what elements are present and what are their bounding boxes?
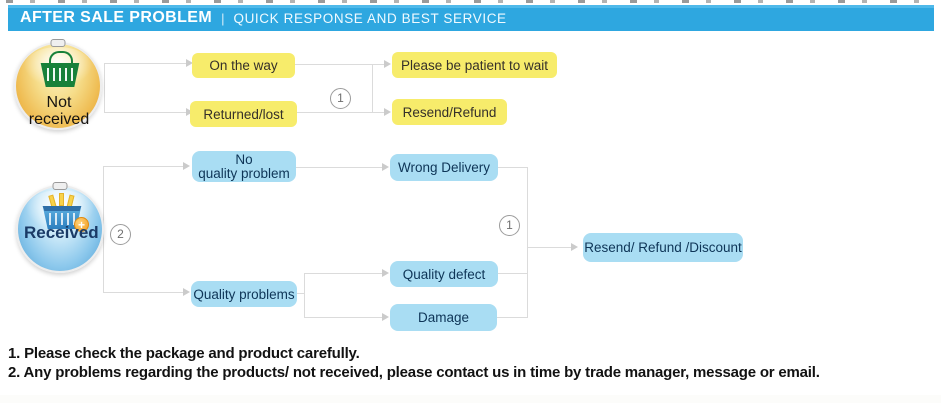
step-marker-1: 1 [330,88,351,109]
connector-line [497,317,528,318]
connector-line [528,247,571,248]
connector-line [296,167,382,168]
bottom-edge-strip [0,395,941,403]
cropped-text-fragments [6,0,934,3]
arrowhead-icon [571,243,578,251]
header-subtitle: QUICK RESPONSE AND BEST SERVICE [233,10,507,26]
green-shopping-basket-icon [39,51,81,88]
received-label: Received [24,223,99,242]
box-quality-defect: Quality defect [390,261,498,287]
hanger-clip-icon [52,182,68,190]
connector-line [304,273,305,318]
arrowhead-icon [186,108,193,116]
box-resend-refund: Resend/Refund [392,99,507,125]
connector-line [527,167,528,318]
plus-badge-icon: + [74,217,89,232]
connector-line [498,167,528,168]
note-line-2: 2. Any problems regarding the products/ … [8,364,820,381]
connector-line [104,63,186,64]
arrowhead-icon [186,59,193,67]
note-line-1: 1. Please check the package and product … [8,345,360,362]
arrowhead-icon [384,108,391,116]
connector-line [297,112,384,113]
no-quality-problem-line1: No [235,151,253,167]
connector-line [103,166,183,167]
connector-line [304,273,382,274]
header-separator: | [221,10,225,26]
connector-line [304,317,382,318]
connector-line [297,293,305,294]
connector-line [372,64,373,113]
arrowhead-icon [183,162,190,170]
box-please-be-patient: Please be patient to wait [392,52,557,78]
box-damage: Damage [390,304,497,331]
arrowhead-icon [382,269,389,277]
arrowhead-icon [382,163,389,171]
box-wrong-delivery: Wrong Delivery [390,154,498,181]
hanger-clip-icon [50,39,66,47]
step-marker-1b: 1 [499,215,520,236]
blue-shopping-basket-icon: + [40,193,89,233]
box-quality-problems: Quality problems [191,281,297,307]
footer-notes: 1. Please check the package and product … [8,344,933,382]
not-received-badge: Not received [14,39,102,130]
header-title: AFTER SALE PROBLEM [20,9,213,26]
box-returned-lost: Returned/lost [190,101,297,127]
box-on-the-way: On the way [192,53,295,78]
arrowhead-icon [183,288,190,296]
not-received-label: Not received [28,94,90,128]
connector-line [104,112,186,113]
connector-line [103,292,183,293]
header-bar: AFTER SALE PROBLEM | QUICK RESPONSE AND … [8,5,934,31]
box-no-quality-problem: No quality problem [192,151,296,182]
arrowhead-icon [382,313,389,321]
arrowhead-icon [384,60,391,68]
connector-line [498,273,528,274]
box-resend-refund-discount: Resend/ Refund /Discount [583,233,743,262]
connector-line [295,64,384,65]
step-marker-2: 2 [110,224,131,245]
no-quality-problem-line2: quality problem [198,165,290,181]
connector-line [104,63,105,113]
received-badge: + Received [16,182,104,273]
